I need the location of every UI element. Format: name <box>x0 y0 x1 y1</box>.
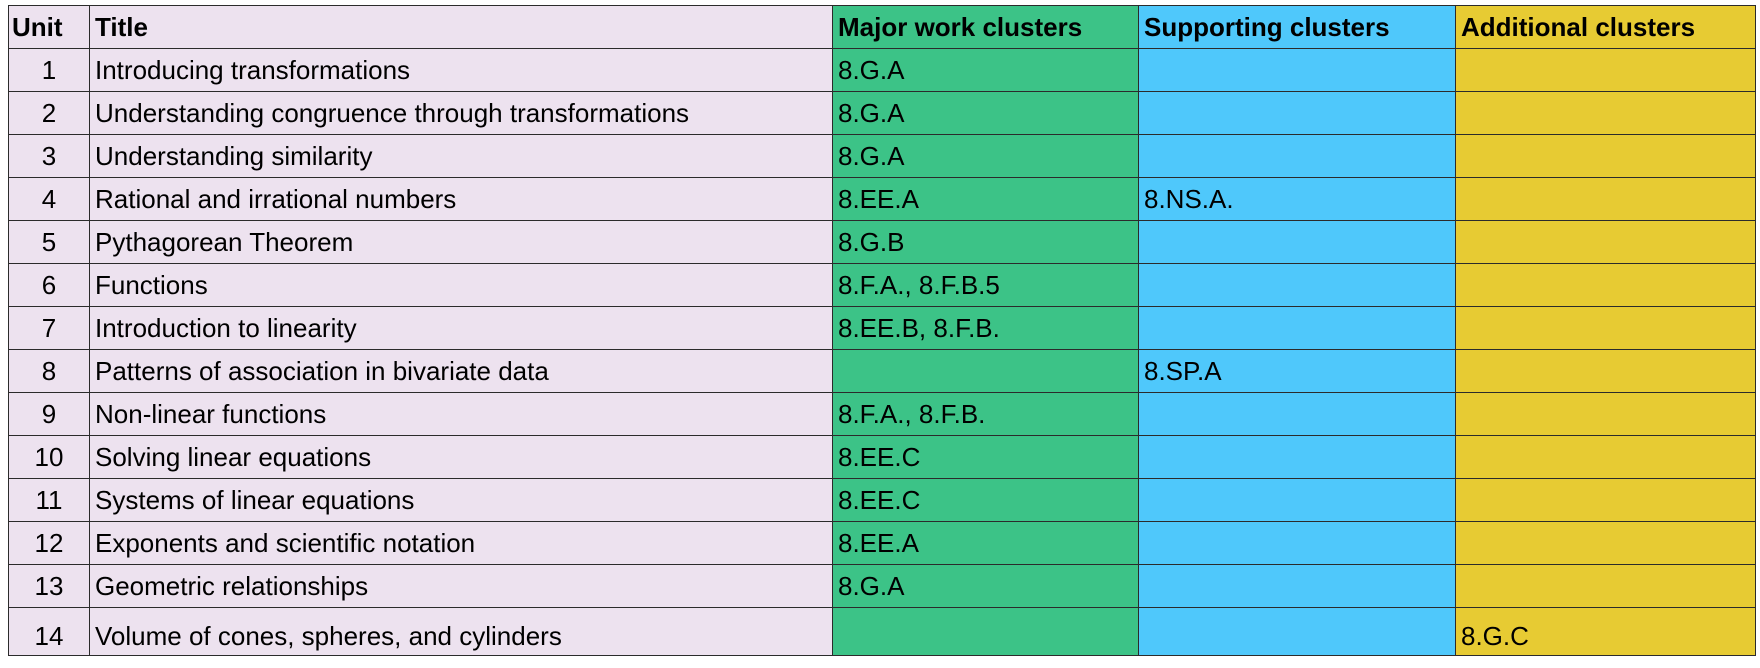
cell-supporting <box>1138 607 1456 656</box>
table-row: 9 Non-linear functions 8.F.A., 8.F.B. <box>8 392 1756 436</box>
table-row: 13 Geometric relationships 8.G.A <box>8 564 1756 608</box>
cell-additional <box>1455 48 1756 92</box>
cell-additional <box>1455 478 1756 522</box>
cell-major: 8.F.A., 8.F.B. <box>832 392 1139 436</box>
cell-unit: 11 <box>8 478 90 522</box>
cell-major: 8.G.A <box>832 91 1139 135</box>
cell-additional <box>1455 177 1756 221</box>
cell-supporting <box>1138 435 1456 479</box>
cell-unit: 7 <box>8 306 90 350</box>
cell-title: Understanding congruence through transfo… <box>89 91 833 135</box>
header-major: Major work clusters <box>832 5 1139 49</box>
header-unit: Unit <box>8 5 90 49</box>
header-supporting: Supporting clusters <box>1138 5 1456 49</box>
cell-title: Understanding similarity <box>89 134 833 178</box>
cell-title: Geometric relationships <box>89 564 833 608</box>
cell-unit: 1 <box>8 48 90 92</box>
cell-supporting <box>1138 478 1456 522</box>
cell-supporting <box>1138 392 1456 436</box>
cell-unit: 13 <box>8 564 90 608</box>
cell-title: Pythagorean Theorem <box>89 220 833 264</box>
cell-additional <box>1455 435 1756 479</box>
cell-title: Functions <box>89 263 833 307</box>
cell-unit: 8 <box>8 349 90 393</box>
cell-supporting <box>1138 564 1456 608</box>
cell-supporting <box>1138 263 1456 307</box>
cell-unit: 6 <box>8 263 90 307</box>
cell-major: 8.EE.A <box>832 177 1139 221</box>
cell-additional <box>1455 91 1756 135</box>
cell-additional <box>1455 349 1756 393</box>
table-row: 8 Patterns of association in bivariate d… <box>8 349 1756 393</box>
cell-unit: 9 <box>8 392 90 436</box>
cell-supporting <box>1138 91 1456 135</box>
cell-major: 8.EE.B, 8.F.B. <box>832 306 1139 350</box>
cell-title: Exponents and scientific notation <box>89 521 833 565</box>
cell-unit: 10 <box>8 435 90 479</box>
cell-supporting <box>1138 306 1456 350</box>
table-row: 10 Solving linear equations 8.EE.C <box>8 435 1756 479</box>
cell-supporting <box>1138 220 1456 264</box>
cell-additional <box>1455 521 1756 565</box>
cell-additional: 8.G.C <box>1455 607 1756 656</box>
cell-major: 8.G.A <box>832 48 1139 92</box>
cell-title: Introducing transformations <box>89 48 833 92</box>
cell-title: Patterns of association in bivariate dat… <box>89 349 833 393</box>
cell-additional <box>1455 263 1756 307</box>
cell-major: 8.G.A <box>832 134 1139 178</box>
cell-supporting <box>1138 134 1456 178</box>
cell-unit: 5 <box>8 220 90 264</box>
cell-additional <box>1455 306 1756 350</box>
cell-title: Rational and irrational numbers <box>89 177 833 221</box>
cell-major: 8.G.A <box>832 564 1139 608</box>
cell-major <box>832 349 1139 393</box>
units-table: Unit Title Major work clusters Supportin… <box>8 5 1756 656</box>
cell-title: Non-linear functions <box>89 392 833 436</box>
cell-additional <box>1455 564 1756 608</box>
table-row: 14 Volume of cones, spheres, and cylinde… <box>8 607 1756 656</box>
units-table-wrapper: Unit Title Major work clusters Supportin… <box>8 5 1756 656</box>
cell-major: 8.EE.A <box>832 521 1139 565</box>
table-row: 2 Understanding congruence through trans… <box>8 91 1756 135</box>
cell-additional <box>1455 392 1756 436</box>
cell-supporting <box>1138 48 1456 92</box>
header-title: Title <box>89 5 833 49</box>
cell-supporting: 8.SP.A <box>1138 349 1456 393</box>
cell-major: 8.G.B <box>832 220 1139 264</box>
cell-supporting <box>1138 521 1456 565</box>
cell-unit: 12 <box>8 521 90 565</box>
cell-title: Systems of linear equations <box>89 478 833 522</box>
table-row: 11 Systems of linear equations 8.EE.C <box>8 478 1756 522</box>
table-row: 1 Introducing transformations 8.G.A <box>8 48 1756 92</box>
table-row: 3 Understanding similarity 8.G.A <box>8 134 1756 178</box>
cell-additional <box>1455 134 1756 178</box>
cell-title: Solving linear equations <box>89 435 833 479</box>
cell-unit: 3 <box>8 134 90 178</box>
cell-title: Volume of cones, spheres, and cylinders <box>89 607 833 656</box>
cell-unit: 14 <box>8 607 90 656</box>
table-row: 5 Pythagorean Theorem 8.G.B <box>8 220 1756 264</box>
cell-unit: 4 <box>8 177 90 221</box>
cell-title: Introduction to linearity <box>89 306 833 350</box>
cell-major: 8.F.A., 8.F.B.5 <box>832 263 1139 307</box>
table-row: 12 Exponents and scientific notation 8.E… <box>8 521 1756 565</box>
cell-unit: 2 <box>8 91 90 135</box>
header-row: Unit Title Major work clusters Supportin… <box>8 5 1756 49</box>
table-row: 4 Rational and irrational numbers 8.EE.A… <box>8 177 1756 221</box>
cell-additional <box>1455 220 1756 264</box>
cell-major: 8.EE.C <box>832 435 1139 479</box>
header-additional: Additional clusters <box>1455 5 1756 49</box>
table-row: 6 Functions 8.F.A., 8.F.B.5 <box>8 263 1756 307</box>
cell-major: 8.EE.C <box>832 478 1139 522</box>
cell-major <box>832 607 1139 656</box>
cell-supporting: 8.NS.A. <box>1138 177 1456 221</box>
table-row: 7 Introduction to linearity 8.EE.B, 8.F.… <box>8 306 1756 350</box>
